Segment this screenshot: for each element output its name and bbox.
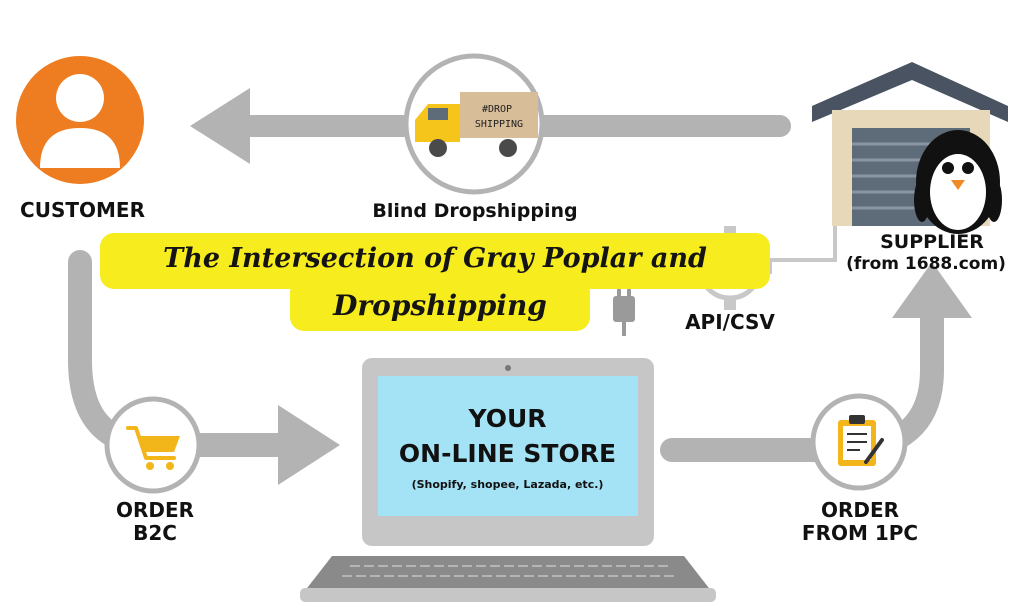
laptop-screen bbox=[378, 376, 638, 516]
order-1pc-node bbox=[810, 393, 908, 491]
banner-title-line1: The Intersection of Gray Poplar and bbox=[163, 243, 707, 274]
supplier-label: SUPPLIER bbox=[880, 231, 984, 253]
store-subtitle: (Shopify, shopee, Lazada, etc.) bbox=[411, 478, 604, 491]
blind-dropshipping-label: Blind Dropshipping bbox=[372, 200, 578, 222]
laptop-icon bbox=[300, 358, 716, 602]
banner-title-line2: Dropshipping bbox=[333, 289, 547, 322]
order-1pc-label-line2: FROM 1PC bbox=[801, 521, 919, 545]
penguin-mascot-icon bbox=[914, 130, 1002, 234]
order-b2c-label-line1: ORDER bbox=[115, 498, 195, 522]
order-b2c-label-line2: B2C bbox=[133, 521, 177, 545]
dropshipping-truck-icon: #DROP SHIPPING bbox=[403, 53, 545, 195]
api-connector-line bbox=[762, 225, 837, 262]
plug-icon bbox=[613, 288, 635, 336]
truck-label-line1: #DROP bbox=[482, 104, 512, 115]
store-text: YOUR ON-LINE STORE (Shopify, shopee, Laz… bbox=[380, 380, 635, 515]
order-b2c-node bbox=[104, 396, 202, 494]
shopping-cart-icon bbox=[126, 426, 180, 470]
truck-label-line2: SHIPPING bbox=[475, 119, 523, 130]
title-banner-bottom bbox=[290, 279, 590, 331]
customer-label: CUSTOMER bbox=[20, 198, 145, 222]
customer-avatar bbox=[16, 56, 144, 184]
order-1pc-label-line1: ORDER bbox=[820, 498, 900, 522]
title-banner: The Intersection of Gray Poplar and Drop… bbox=[100, 233, 770, 333]
supplier-sub-label: (from 1688.com) bbox=[846, 254, 1006, 274]
store-title-line2: ON-LINE STORE bbox=[398, 439, 617, 468]
clipboard-icon bbox=[838, 415, 884, 466]
api-csv-label: API/CSV bbox=[685, 310, 775, 334]
store-title-line1: YOUR bbox=[468, 404, 547, 433]
